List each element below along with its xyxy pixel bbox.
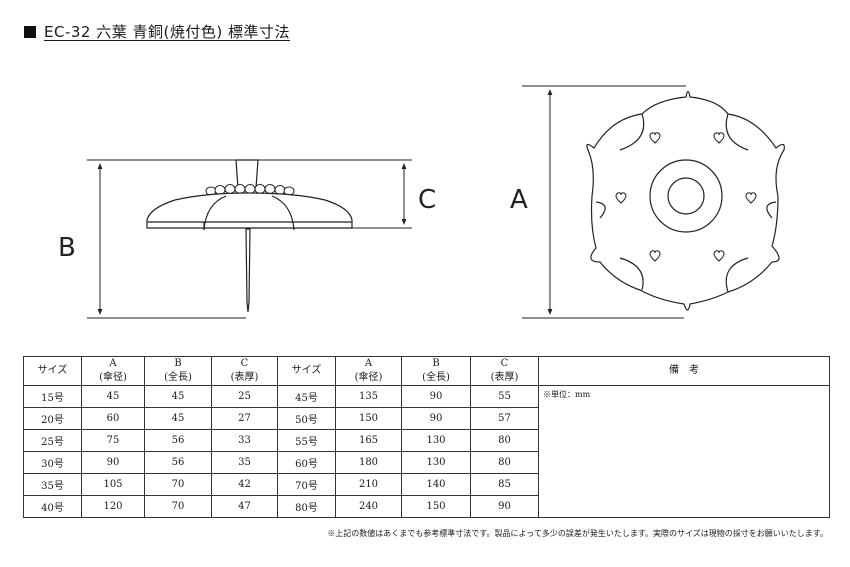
header-size-2: サイズ [277,356,336,386]
table-cell: 47 [211,495,278,518]
table-cell: 60 [81,407,145,430]
header-size: サイズ [23,356,82,386]
table-cell: 130 [401,429,471,452]
table-cell: 25号 [23,429,82,452]
header-a: A(傘径) [81,356,145,386]
table-cell: 45 [81,385,145,408]
bead-row [205,184,295,196]
table-cell: 90 [401,407,471,430]
table-cell: 135 [335,385,402,408]
dimension-c [258,159,412,229]
table-cell: 60号 [277,451,336,474]
table-cell: 180 [335,451,402,474]
table-header-row: サイズ A(傘径) B(全長) C(表厚) サイズ A(傘径) B(全長) C(… [23,356,830,386]
table-cell: 80 [470,451,539,474]
table-cell: 45号 [277,385,336,408]
table-cell: 70 [144,495,212,518]
dimension-a [522,85,686,319]
header-c-2: C(表厚) [470,356,539,386]
dimension-b [87,159,246,319]
footnote: ※上記の数値はあくまでも参考標準寸法です。製品によって多少の誤差が発生いたします… [327,529,828,538]
table-cell: 56 [144,429,212,452]
header-b: B(全長) [144,356,212,386]
remarks-note: ※単位：mm [538,385,830,518]
table-cell: 150 [401,495,471,518]
header-a-2: A(傘径) [335,356,402,386]
table-row: 20号 60 45 27 50号 150 90 57 [23,407,830,430]
heart-cutouts [615,132,757,262]
table-cell: 120 [81,495,145,518]
table-cell: 57 [470,407,539,430]
table-cell: 130 [401,451,471,474]
table-cell: 45 [144,407,212,430]
dimension-table: サイズ A(傘径) B(全長) C(表厚) サイズ A(傘径) B(全長) C(… [23,356,830,518]
table-cell: 150 [335,407,402,430]
table-cell: 15号 [23,385,82,408]
table-cell: 55号 [277,429,336,452]
table-cell: 56 [144,451,212,474]
table-cell: 40号 [23,495,82,518]
table-cell: 55 [470,385,539,408]
table-cell: 105 [81,473,145,496]
table-cell: 80 [470,429,539,452]
table-cell: 42 [211,473,278,496]
table-cell: 210 [335,473,402,496]
table-cell: 165 [335,429,402,452]
table-cell: 90 [81,451,145,474]
title-text: EC-32 六葉 青銅(焼付色) 標準寸法 [44,23,290,41]
header-remarks: 備 考 [538,356,830,386]
header-c: C(表厚) [211,356,278,386]
table-cell: 70 [144,473,212,496]
table-cell: 27 [211,407,278,430]
label-c: C [418,185,436,215]
table-cell: 70号 [277,473,336,496]
table-cell: 20号 [23,407,82,430]
table-cell: 30号 [23,451,82,474]
page-title: EC-32 六葉 青銅(焼付色) 標準寸法 [24,21,290,42]
table-cell: 90 [470,495,539,518]
table-cell: 140 [401,473,471,496]
table-cell: 80号 [277,495,336,518]
side-view [146,159,353,313]
table-cell: 50号 [277,407,336,430]
label-a: A [510,185,528,215]
label-b: B [58,233,76,263]
square-bullet-icon [24,26,36,38]
table-cell: 75 [81,429,145,452]
table-cell: 90 [401,385,471,408]
table-cell: 85 [470,473,539,496]
table-cell: 35号 [23,473,82,496]
table-row: 25号 75 56 33 55号 165 130 80 [23,429,830,452]
technical-drawing: B C A [58,85,785,319]
table-cell: 240 [335,495,402,518]
table-cell: 33 [211,429,278,452]
table-cell: 25 [211,385,278,408]
hexafoil-outline [586,90,785,311]
top-view [586,90,785,311]
table-row: 15号 45 45 25 45号 135 90 55 ※単位：mm [23,385,830,518]
table-cell: 45 [144,385,212,408]
table-cell: 35 [211,451,278,474]
table-row: 40号 120 70 47 80号 240 150 90 [23,495,830,518]
table-row: 35号 105 70 42 70号 210 140 85 [23,473,830,496]
header-b-2: B(全長) [401,356,471,386]
